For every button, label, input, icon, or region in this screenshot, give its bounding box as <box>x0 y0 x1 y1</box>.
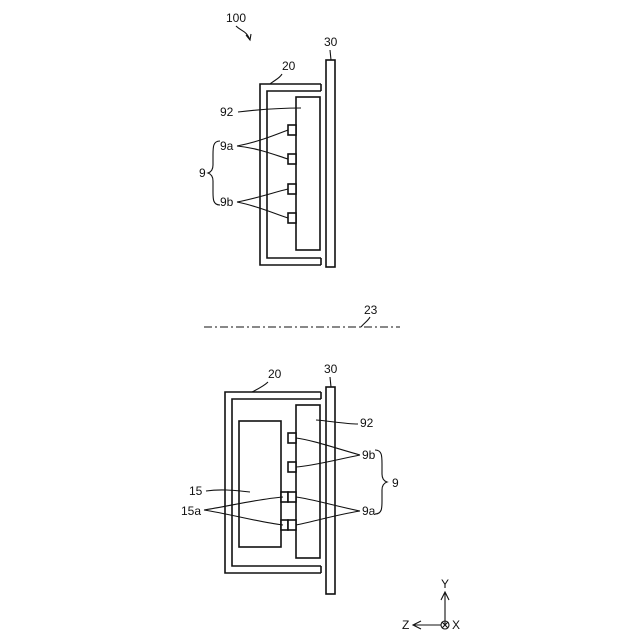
bottom-view: 20 30 92 9b 9 9a 15 15a <box>181 362 399 594</box>
label-9a-bottom: 9a <box>362 504 376 518</box>
label-9b-bottom: 9b <box>362 448 376 462</box>
leader-23 <box>361 317 370 327</box>
label-92-bottom: 92 <box>360 416 374 430</box>
label-23: 23 <box>364 303 378 317</box>
board-92 <box>296 97 320 250</box>
label-100: 100 <box>226 11 246 25</box>
label-9-top: 9 <box>199 166 206 180</box>
axis-y-label: Y <box>441 577 449 591</box>
leader-20-top <box>270 74 282 84</box>
part-15 <box>239 421 281 547</box>
brace-9-bottom <box>375 450 387 514</box>
leader-9a-top-2 <box>237 146 288 159</box>
terminal-9a-b2 <box>288 520 296 530</box>
label-15a: 15a <box>181 504 201 518</box>
axis-indicator: Y Z X <box>402 577 460 632</box>
leader-9b-top-2 <box>237 202 288 218</box>
leader-92-bottom <box>316 420 358 424</box>
panel-30 <box>326 60 335 267</box>
label-30-top: 30 <box>324 35 338 49</box>
leader-92-top <box>238 108 301 112</box>
label-15: 15 <box>189 484 203 498</box>
leader-9b-top-1 <box>237 189 288 202</box>
terminal-9b-b1 <box>288 433 296 443</box>
terminal-9b-2 <box>288 213 296 223</box>
label-9b-top: 9b <box>220 195 234 209</box>
terminal-9a-2 <box>288 154 296 164</box>
label-20-top: 20 <box>282 59 296 73</box>
label-9a-top: 9a <box>220 139 234 153</box>
leader-100 <box>236 26 251 40</box>
label-92-top: 92 <box>220 105 234 119</box>
label-9-bottom: 9 <box>392 476 399 490</box>
leader-9a-top-1 <box>237 130 288 146</box>
terminal-9b-1 <box>288 184 296 194</box>
axis-z-label: Z <box>402 618 409 632</box>
terminal-9a-b1 <box>288 492 296 502</box>
brace-9-top <box>208 141 220 205</box>
terminal-9b-b2 <box>288 462 296 472</box>
leader-20-bottom <box>252 382 268 392</box>
board-92-bottom <box>296 405 320 558</box>
leader-30-bottom <box>330 377 331 387</box>
panel-30-bottom <box>326 387 335 594</box>
label-20-bottom: 20 <box>268 367 282 381</box>
terminal-9a-1 <box>288 125 296 135</box>
leader-30-top <box>330 50 331 60</box>
top-view: 20 30 92 9 9a 9b <box>199 35 338 267</box>
axis-x-label: X <box>452 618 460 632</box>
label-30-bottom: 30 <box>324 362 338 376</box>
